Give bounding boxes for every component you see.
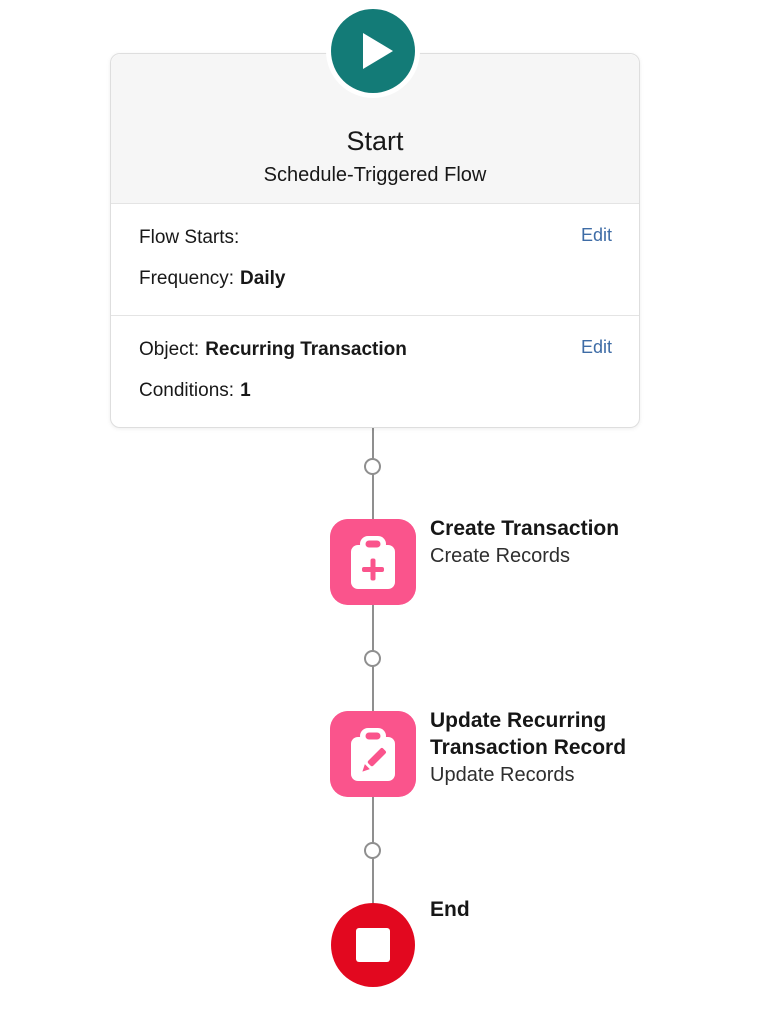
object-row: Object:Recurring Transaction xyxy=(139,338,611,362)
start-subtitle: Schedule-Triggered Flow xyxy=(263,164,487,186)
node-subtitle: Create Records xyxy=(430,545,571,567)
row-label: Flow Starts: xyxy=(139,227,240,248)
add-element-circle[interactable] xyxy=(364,650,381,667)
conditions-row: Conditions:1 xyxy=(139,379,611,403)
flow-starts-row: Flow Starts: xyxy=(139,226,611,250)
object-section: Object:Recurring Transaction Conditions:… xyxy=(111,316,639,427)
row-label: Conditions: xyxy=(139,380,235,401)
row-label: Frequency: xyxy=(139,268,235,289)
start-node-button[interactable] xyxy=(331,9,415,93)
stop-icon xyxy=(356,928,390,962)
node-update-recurring-transaction: Update Recurring Transaction Record Upda… xyxy=(330,709,626,797)
row-value: 1 xyxy=(240,380,251,401)
edit-object-link[interactable]: Edit xyxy=(580,337,612,357)
add-element-circle[interactable] xyxy=(364,458,381,475)
node-title: Update Recurring Transaction Record xyxy=(430,709,627,759)
end-label: End xyxy=(430,898,470,921)
play-icon xyxy=(362,33,393,69)
add-element-circle[interactable] xyxy=(364,842,381,859)
edit-schedule-link[interactable]: Edit xyxy=(580,225,612,245)
node-title: Create Transaction xyxy=(430,517,620,540)
clipboard-plus-icon[interactable] xyxy=(330,519,416,605)
start-card[interactable]: Start Schedule-Triggered Flow Flow Start… xyxy=(110,53,640,428)
node-label: Create Transaction Create Records xyxy=(430,515,678,570)
start-title: Start xyxy=(346,126,404,156)
row-value: Recurring Transaction xyxy=(205,339,407,360)
clipboard-pencil-icon[interactable] xyxy=(330,711,416,797)
schedule-section: Flow Starts: Frequency:Daily Edit xyxy=(111,204,639,316)
node-create-transaction: Create Transaction Create Records xyxy=(330,517,619,605)
node-subtitle: Update Records xyxy=(430,764,575,786)
row-value: Daily xyxy=(240,268,286,289)
end-node xyxy=(331,903,415,987)
frequency-row: Frequency:Daily xyxy=(139,267,611,291)
node-label: Update Recurring Transaction Record Upda… xyxy=(430,707,678,789)
row-label: Object: xyxy=(139,339,200,360)
